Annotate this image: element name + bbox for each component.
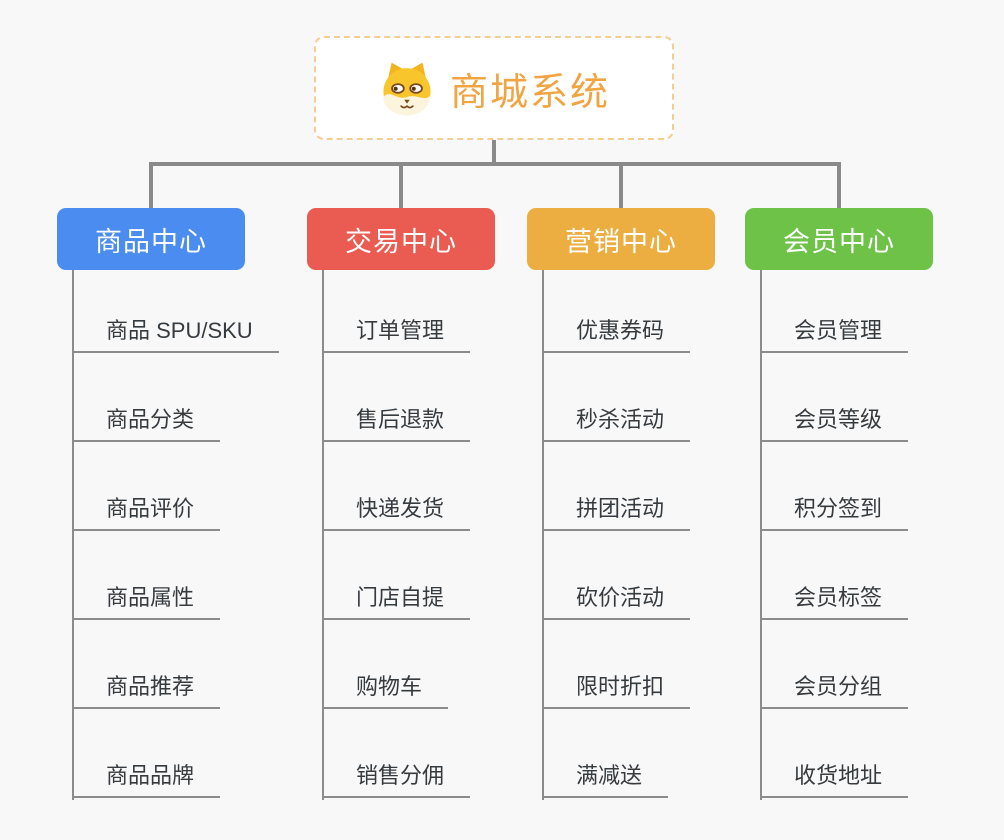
- leaf-topic[interactable]: 购物车: [322, 659, 449, 709]
- leaf-topic[interactable]: 售后退款: [322, 392, 471, 442]
- branch-drop-connector: [619, 162, 623, 208]
- branch-spine-connector: [760, 270, 762, 800]
- leaf-topic[interactable]: 商品推荐: [72, 659, 221, 709]
- leaf-topic[interactable]: 门店自提: [322, 570, 471, 620]
- branch-spine-connector: [322, 270, 324, 800]
- branch-drop-connector: [399, 162, 403, 208]
- leaf-topic[interactable]: 会员等级: [760, 392, 909, 442]
- leaf-topic[interactable]: 会员管理: [760, 303, 909, 353]
- branch-spine-connector: [72, 270, 74, 800]
- leaf-topic[interactable]: 秒杀活动: [542, 392, 691, 442]
- leaf-topic[interactable]: 商品属性: [72, 570, 221, 620]
- leaf-topic[interactable]: 会员标签: [760, 570, 909, 620]
- leaf-topic[interactable]: 订单管理: [322, 303, 471, 353]
- branch-topic-node[interactable]: 商品中心: [57, 208, 245, 270]
- branch-bus-connector: [149, 162, 841, 166]
- leaf-topic[interactable]: 商品 SPU/SKU: [72, 303, 279, 353]
- leaf-topic[interactable]: 砍价活动: [542, 570, 691, 620]
- root-drop-connector: [492, 140, 496, 162]
- leaf-topic[interactable]: 满减送: [542, 748, 669, 798]
- leaf-topic[interactable]: 会员分组: [760, 659, 909, 709]
- leaf-topic[interactable]: 商品品牌: [72, 748, 221, 798]
- branch-drop-connector: [149, 162, 153, 208]
- leaf-topic[interactable]: 拼团活动: [542, 481, 691, 531]
- leaf-topic[interactable]: 积分签到: [760, 481, 909, 531]
- leaf-topic[interactable]: 快递发货: [322, 481, 471, 531]
- leaf-topic[interactable]: 商品分类: [72, 392, 221, 442]
- branch-drop-connector: [837, 162, 841, 208]
- branch-topic-node[interactable]: 会员中心: [745, 208, 933, 270]
- branch-spine-connector: [542, 270, 544, 800]
- leaf-topic[interactable]: 商品评价: [72, 481, 221, 531]
- leaf-topic[interactable]: 限时折扣: [542, 659, 691, 709]
- shiba-dog-icon: [383, 62, 431, 116]
- root-topic-title: 商城系统: [449, 71, 610, 114]
- leaf-topic[interactable]: 优惠券码: [542, 303, 691, 353]
- branch-topic-node[interactable]: 交易中心: [307, 208, 495, 270]
- branch-topic-node[interactable]: 营销中心: [527, 208, 715, 270]
- leaf-topic[interactable]: 销售分佣: [322, 748, 471, 798]
- root-topic-node[interactable]: 商城系统: [314, 36, 674, 140]
- leaf-topic[interactable]: 收货地址: [760, 748, 909, 798]
